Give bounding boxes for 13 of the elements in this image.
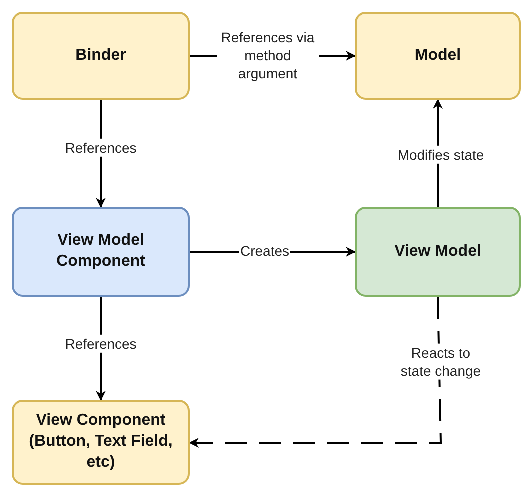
node-label: Model [414, 46, 462, 66]
node-label: View Component (Button, Text Field, etc) [28, 411, 174, 473]
process-box [355, 207, 521, 297]
edge-label: References [64, 334, 138, 354]
process-box [12, 207, 190, 297]
node-label: View Model [394, 242, 482, 262]
node-label: Binder [76, 46, 126, 66]
process-box [12, 400, 190, 485]
edge-label: Modifies state [396, 146, 486, 164]
edge-label: References [64, 138, 138, 158]
process-box [355, 12, 521, 100]
node-label: View Model Component [56, 231, 146, 272]
process-box [12, 12, 190, 100]
